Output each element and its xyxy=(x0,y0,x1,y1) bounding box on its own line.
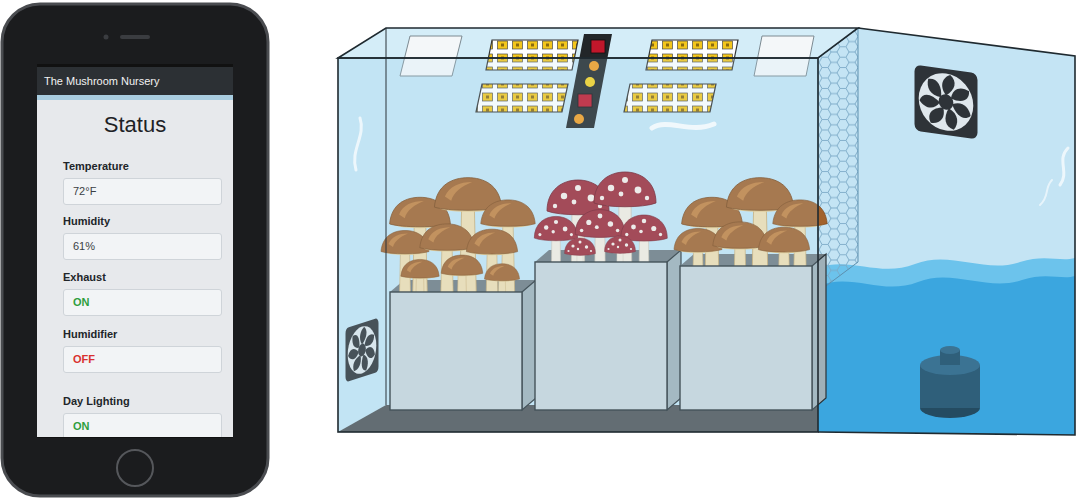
field-label: Temperature xyxy=(63,158,222,174)
field-label: Humidifier xyxy=(63,326,222,342)
water-surface xyxy=(818,258,1075,435)
chamber-edge xyxy=(338,28,858,58)
status-field: Temperature 72°F xyxy=(63,158,222,205)
field-value: OFF xyxy=(63,346,222,373)
status-field: HumidifierOFF xyxy=(63,326,222,373)
glass-reflection xyxy=(1040,180,1052,205)
status-panel: Temperature 72°F Humidity 61% ExhaustON Humid… xyxy=(37,100,233,437)
field-value: ON xyxy=(63,413,222,437)
phone-camera xyxy=(104,35,109,40)
phone-body xyxy=(2,4,268,496)
glass-reflection xyxy=(652,124,714,128)
mesh-partition xyxy=(818,28,858,292)
chamber-glass xyxy=(338,28,1075,435)
app-header: The Mushroom Nursery xyxy=(37,67,233,95)
field-value: 72°F xyxy=(63,178,222,205)
chamber-edge xyxy=(386,28,387,405)
phone-screen xyxy=(37,64,233,438)
status-field: Humidity 61% xyxy=(63,213,222,260)
glass-reflection xyxy=(355,118,362,170)
phone-speaker xyxy=(120,35,150,39)
home-button xyxy=(117,450,153,486)
exhaust-fan xyxy=(915,65,978,140)
field-label: Exhaust xyxy=(63,269,222,285)
indicator-light xyxy=(591,40,605,53)
water xyxy=(818,276,1075,435)
glass-reflection xyxy=(1060,148,1068,185)
status-field: Day LightingON xyxy=(63,393,222,437)
front-glass xyxy=(338,58,818,432)
field-value: 61% xyxy=(63,233,222,260)
field-value: ON xyxy=(63,289,222,316)
app-title: The Mushroom Nursery xyxy=(37,67,233,95)
field-label: Day Lighting xyxy=(63,393,222,409)
chamber-edge xyxy=(818,28,1075,435)
panel-heading: Status xyxy=(37,112,233,138)
chamber-edge xyxy=(338,58,818,432)
status-field: ExhaustON xyxy=(63,269,222,316)
humidifier xyxy=(940,346,960,354)
field-label: Humidity xyxy=(63,213,222,229)
